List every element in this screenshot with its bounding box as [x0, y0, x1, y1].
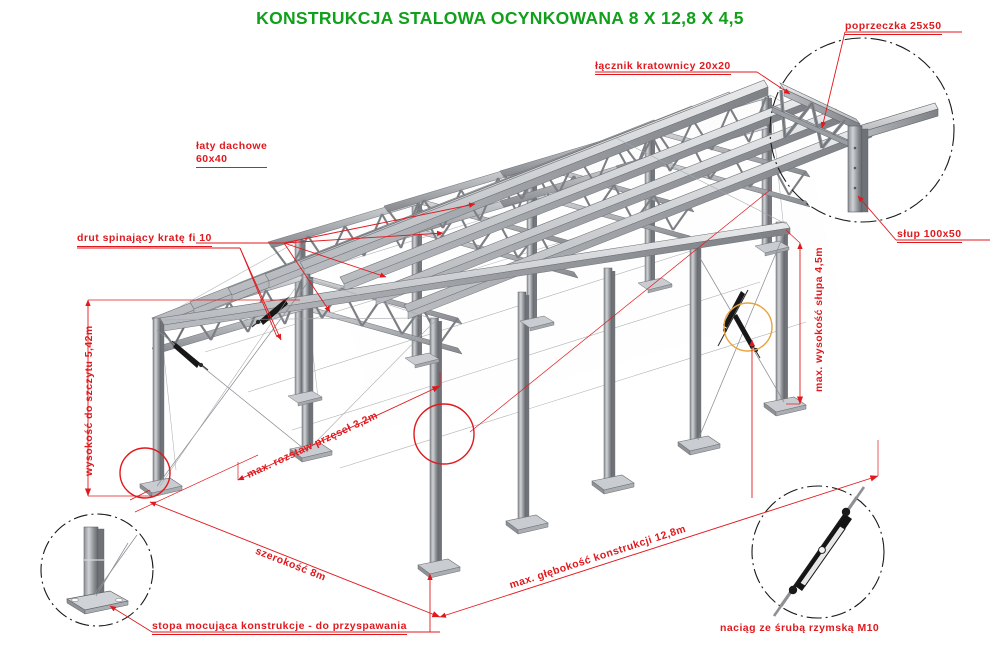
label-base-plate: stopa mocująca konstrukcje - do przyspaw…: [152, 620, 407, 635]
label-column: słup 100x50: [897, 228, 962, 243]
column-front-1: [139, 317, 183, 498]
highlight-circle-joint: [413, 403, 475, 465]
base-plate-3: [417, 558, 461, 579]
label-truss-connector: łącznik kratownicy 20x20: [595, 60, 731, 75]
dimension-lines: [84, 229, 879, 618]
leader-detail-joint-link: [469, 189, 771, 433]
dim-bay-line: [237, 385, 441, 481]
base-plate-5: [591, 474, 635, 495]
leader-baseplate-arrow1: [109, 605, 153, 633]
side-rail-top: [159, 221, 791, 332]
batten-near-1: [339, 94, 809, 292]
base-plate-back-1: [287, 390, 323, 407]
leader-crossbar-arrow: [820, 31, 846, 129]
dim-label-ridge-height: wysokość do szczytu 5,42m: [83, 325, 95, 476]
leader-column-arrow: [857, 195, 897, 241]
leader-batten-1: [283, 242, 331, 313]
leader-detail-base-link: [129, 489, 151, 501]
leader-batten-4: [283, 202, 476, 244]
dim-col-ext-top: [785, 229, 801, 244]
dim-label-column-height: max. wysokość słupa 4,5m: [813, 246, 825, 392]
detail-baseplate-plate: [66, 590, 129, 615]
detail-circle-outline: [769, 37, 955, 223]
label-turnbuckle: naciąg ze śrubą rzymską M10: [720, 622, 880, 634]
detail-turnbuckle-body: [772, 486, 866, 617]
label-crossbar: poprzeczka 25x50: [845, 20, 942, 35]
batten-ridge: [299, 79, 769, 278]
base-plate-6: [677, 435, 721, 456]
base-plate-4: [505, 514, 549, 535]
leader-connector-arrow: [756, 71, 791, 95]
column-front-7: [763, 221, 807, 417]
highlight-circle-baseplate: [119, 447, 171, 499]
detail-baseplate-column: [83, 526, 105, 600]
base-plate-7: [763, 396, 807, 417]
detail-view-turnbuckle: [751, 485, 885, 619]
detail-view-base-plate: [40, 513, 154, 627]
detail-crossbar-right: [851, 102, 939, 142]
leader-batten-3: [283, 230, 444, 244]
base-plate-back-4: [637, 277, 673, 294]
leader-wire-arrow: [239, 247, 282, 341]
detail-baseplate-wire: [93, 534, 138, 597]
page-title: KONSTRUKCJA STALOWA OCYNKOWANA 8 X 12,8 …: [256, 8, 744, 28]
label-bracing-wire: drut spinający kratę fi 10: [77, 232, 212, 247]
base-plate-back-2: [404, 352, 440, 369]
detail-view-truss-connection: [769, 37, 955, 223]
side-rails-near: [159, 221, 791, 332]
column-front-6: [677, 244, 721, 456]
dim-depth-line: [439, 475, 879, 618]
dim-width-line: [149, 501, 441, 618]
label-roof-battens: łaty dachowe 60x40: [196, 140, 268, 168]
turnbuckle-bay1-a: [171, 340, 209, 371]
leader-batten-2: [283, 242, 387, 278]
turnbuckle-bay1-b: [251, 296, 290, 328]
highlight-circle-turnbuckle: [723, 302, 773, 352]
base-plate-back-3: [519, 315, 555, 332]
detail-column: [847, 125, 869, 213]
